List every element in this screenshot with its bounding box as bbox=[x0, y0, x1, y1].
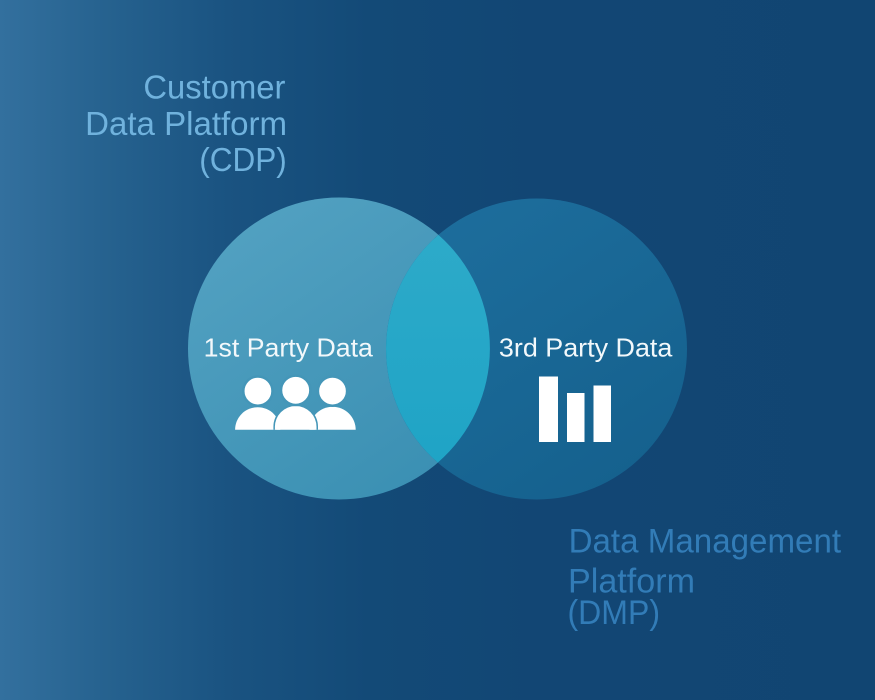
svg-text:Data Platform: Data Platform bbox=[85, 105, 287, 142]
svg-text:(CDP): (CDP) bbox=[199, 141, 287, 178]
svg-text:Data Management: Data Management bbox=[569, 523, 842, 561]
svg-text:1st Party Data: 1st Party Data bbox=[204, 333, 374, 363]
svg-text:(DMP): (DMP) bbox=[568, 594, 661, 632]
svg-text:Customer: Customer bbox=[143, 68, 285, 105]
svg-text:3rd Party Data: 3rd Party Data bbox=[499, 332, 673, 362]
svg-text:Platform: Platform bbox=[568, 563, 695, 601]
